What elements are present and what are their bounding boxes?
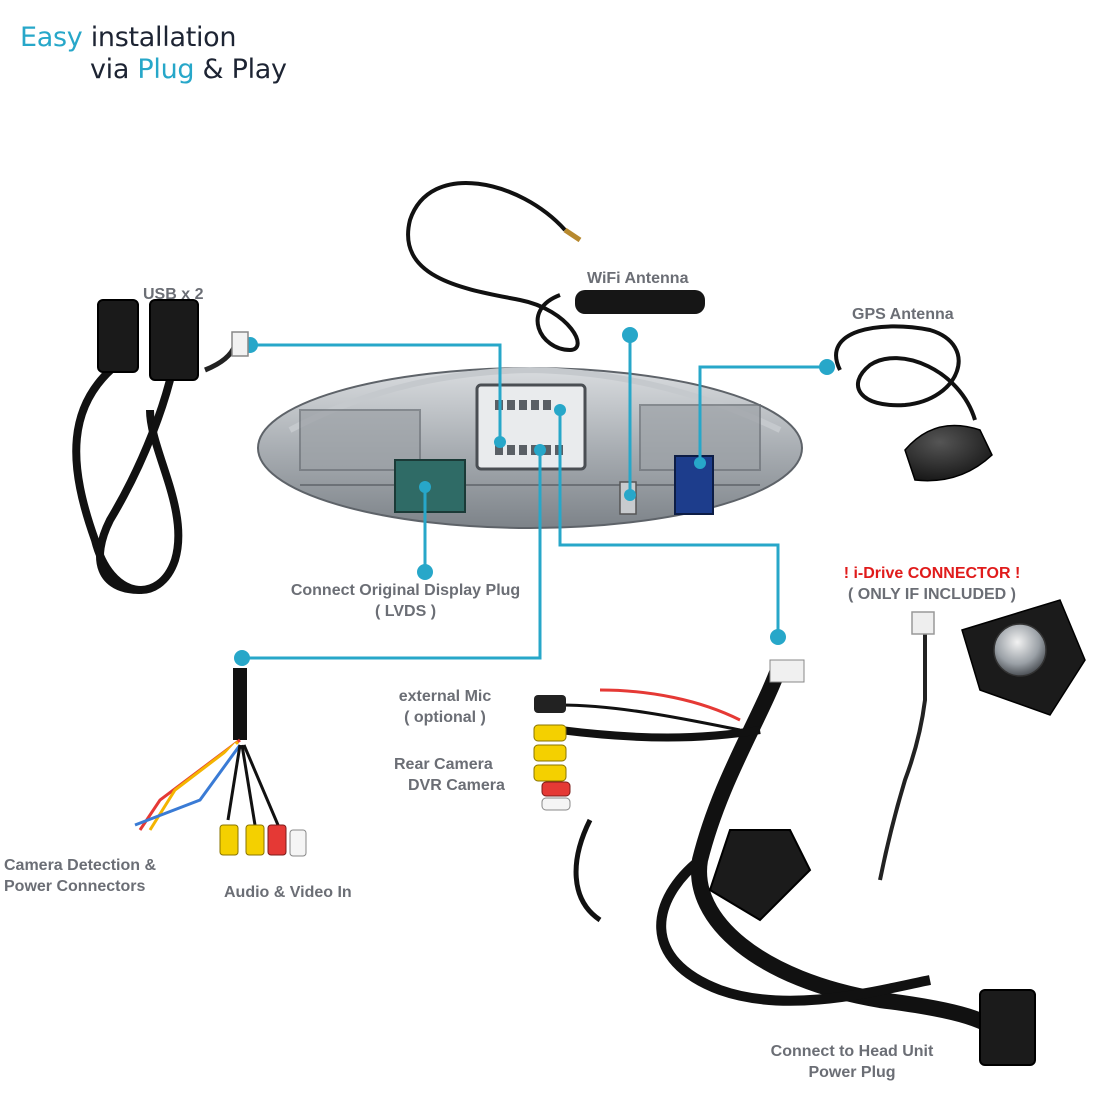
headline-line-1: Easy installation	[20, 22, 287, 54]
camera-detection-title: Camera Detection &	[4, 857, 157, 874]
idrive-label: ! i-Drive CONNECTOR ! ( ONLY IF INCLUDED…	[832, 563, 1032, 605]
display-plug-title: Connect Original Display Plug	[290, 582, 521, 599]
camera-label: Rear Camera DVR Camera	[394, 754, 505, 796]
headline-play: & Play	[194, 54, 287, 85]
idrive-subtitle: ( ONLY IF INCLUDED )	[847, 586, 1016, 603]
gps-antenna-label: GPS Antenna	[852, 306, 954, 323]
headline-highlight-easy: Easy	[20, 22, 83, 53]
gps-antenna-socket	[674, 455, 714, 515]
power-connectors-title: Power Connectors	[4, 878, 146, 895]
camera-detection-label: Camera Detection & Power Connectors	[4, 855, 156, 897]
audio-video-label: Audio & Video In	[224, 884, 352, 901]
head-unit-title: Connect to Head Unit	[770, 1043, 934, 1060]
wifi-antenna	[406, 181, 705, 353]
headline-via: via	[90, 54, 138, 85]
head-unit-label: Connect to Head Unit Power Plug	[757, 1041, 947, 1083]
wifi-antenna-label: WiFi Antenna	[587, 270, 689, 287]
headline-line-2: via Plug & Play	[20, 54, 287, 86]
gps-antenna	[834, 324, 993, 482]
display-plug-label: Connect Original Display Plug ( LVDS )	[283, 580, 528, 622]
connector-lines	[242, 335, 827, 660]
external-mic-subtitle: ( optional )	[404, 709, 486, 726]
power-plug-title: Power Plug	[808, 1064, 896, 1081]
idrive-warning: ! i-Drive CONNECTOR !	[843, 565, 1021, 582]
power-harness	[533, 659, 1036, 1066]
idrive-controller	[878, 599, 1086, 881]
main-harness-socket	[475, 383, 587, 471]
connector-dots	[234, 327, 835, 666]
external-mic-title: external Mic	[398, 688, 492, 705]
display-plug-subtitle: ( LVDS )	[374, 603, 437, 620]
usb-label: USB x 2	[143, 286, 204, 303]
usb-cable	[72, 299, 249, 594]
headline: Easy installation via Plug & Play	[20, 22, 287, 86]
dvr-camera-label: DVR Camera	[408, 777, 505, 794]
rear-camera-label: Rear Camera	[394, 756, 493, 773]
external-mic-label: external Mic ( optional )	[390, 686, 500, 728]
headline-highlight-plug: Plug	[137, 54, 195, 85]
headline-installation: installation	[82, 22, 237, 53]
audio-video-harness	[134, 668, 307, 857]
